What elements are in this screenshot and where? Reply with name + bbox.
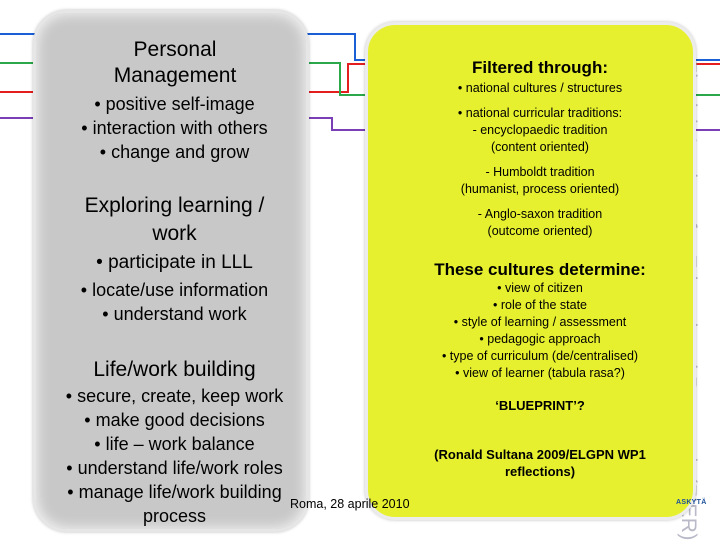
filtered-item: - Humboldt tradition xyxy=(485,165,595,179)
lifework-item: process xyxy=(142,506,207,526)
exploring-item: • participate in LLL xyxy=(96,252,253,273)
cultures-heading: These cultures determine: xyxy=(434,260,646,279)
filtered-heading: Filtered through: xyxy=(472,58,608,77)
personal-title-line1: Personal xyxy=(133,38,217,61)
lifework-item: • make good decisions xyxy=(84,410,265,430)
lifework-item: • understand life/work roles xyxy=(66,458,283,478)
footer-date: Roma, 28 aprile 2010 xyxy=(290,497,410,511)
filtered-item: - encyclopaedic tradition xyxy=(472,123,608,137)
filtered-item: • national curricular traditions: xyxy=(457,106,623,120)
cultures-item: • type of curriculum (de/centralised) xyxy=(441,349,639,363)
personal-item: • change and grow xyxy=(99,142,250,162)
citation-line2: reflections) xyxy=(504,464,576,479)
lifework-item: • life – work balance xyxy=(94,434,255,454)
filtered-item: (outcome oriented) xyxy=(487,224,593,238)
filtered-item: (humanist, process oriented) xyxy=(460,182,620,196)
brand-logo: ASKYTÄ xyxy=(676,499,707,506)
cultures-item: • role of the state xyxy=(492,298,587,312)
cultures-item: • view of citizen xyxy=(497,281,583,295)
filtered-item: (content oriented) xyxy=(491,140,589,154)
lifework-title: Life/work building xyxy=(93,358,256,381)
personal-item: • interaction with others xyxy=(81,118,268,138)
exploring-item: • understand work xyxy=(102,304,247,324)
blueprint-label: ‘BLUEPRINT’? xyxy=(495,398,585,413)
exploring-title-line1: Exploring learning / xyxy=(84,194,265,217)
personal-title-line2: Management xyxy=(113,64,237,87)
left-panel xyxy=(33,10,309,532)
citation-line1: (Ronald Sultana 2009/ELGPN WP1 xyxy=(434,447,646,462)
filtered-item: • national cultures / structures xyxy=(457,81,623,95)
cultures-item: • view of learner (tabula rasa?) xyxy=(455,366,625,380)
lifework-item: • secure, create, keep work xyxy=(65,386,284,406)
exploring-title-line2: work xyxy=(152,222,197,245)
personal-item: • positive self-image xyxy=(94,94,255,114)
filtered-item: - Anglo-saxon tradition xyxy=(477,207,603,221)
exploring-item: • locate/use information xyxy=(80,280,269,300)
cultures-item: • style of learning / assessment xyxy=(453,315,627,329)
lifework-item: • manage life/work building xyxy=(67,482,282,502)
right-panel xyxy=(365,22,696,520)
cultures-item: • pedagogic approach xyxy=(479,332,601,346)
